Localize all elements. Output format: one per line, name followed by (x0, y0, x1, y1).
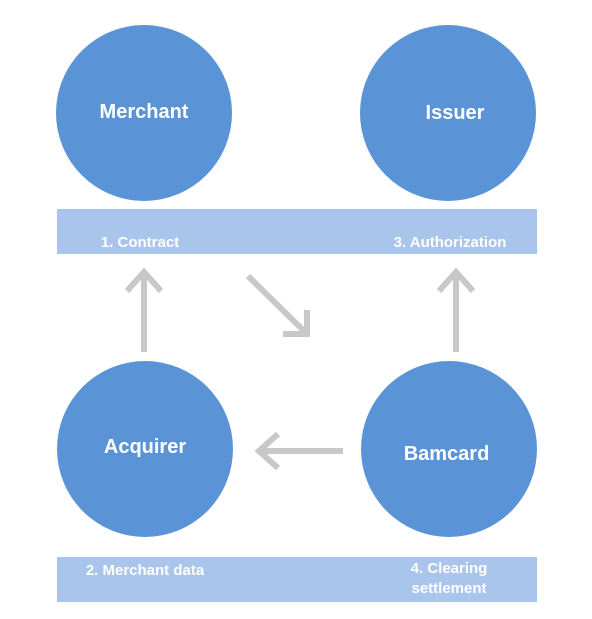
issuer-node: Issuer (360, 25, 536, 201)
acquirer-label: Acquirer (103, 435, 187, 458)
issuer-label: Issuer (425, 101, 485, 124)
bamcard-node: Bamcard (361, 361, 537, 537)
bottom-label-band (57, 557, 537, 602)
merchant-data-step-label: 2. Merchant data (85, 562, 205, 579)
top-label-band (57, 209, 537, 254)
acquirer-node: Acquirer (57, 361, 233, 537)
clearing-settlement-step-label: 4. Clearing settlement (410, 560, 488, 597)
arrow-up-left-icon (124, 267, 164, 352)
merchant-node: Merchant (56, 25, 232, 201)
arrow-up-right-icon (436, 267, 476, 352)
bamcard-label: Bamcard (403, 442, 490, 465)
arrow-left-icon (254, 431, 343, 471)
authorization-step-label: 3. Authorization (393, 234, 507, 251)
merchant-label: Merchant (99, 100, 189, 123)
arrow-diagonal-icon (245, 273, 310, 337)
contract-step-label: 1. Contract (100, 234, 180, 251)
